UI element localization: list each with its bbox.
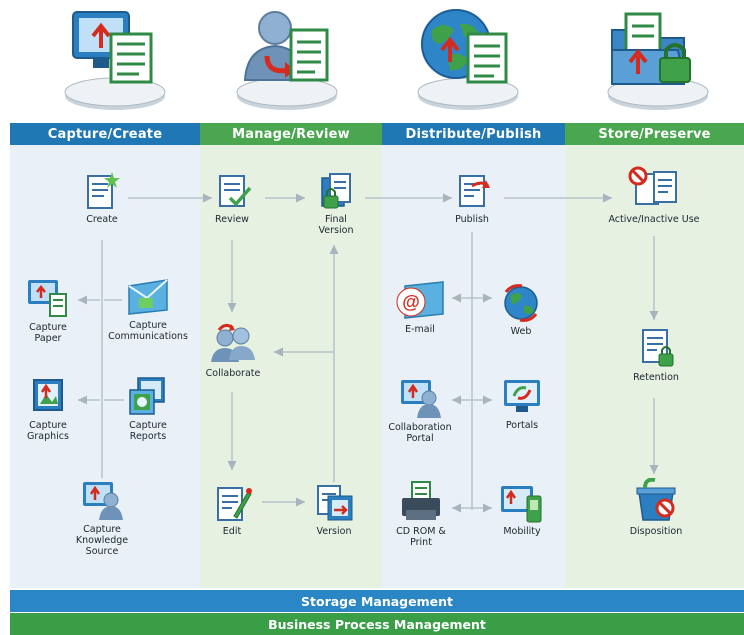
document-check-icon [219, 175, 252, 207]
node-portals: Portals [494, 376, 550, 431]
label-collaborate: Collaborate [205, 368, 261, 379]
document-versions-icon [317, 485, 353, 521]
node-email: @ E-mail [388, 278, 452, 335]
node-active-inactive-use: Active/Inactive Use [604, 166, 704, 225]
node-create: Create [72, 170, 132, 225]
label-collaboration-portal: Collaboration Portal [388, 422, 452, 444]
storage-management-bar: Storage Management [10, 590, 744, 612]
node-capture-knowledge-source: Capture Knowledge Source [62, 478, 142, 557]
label-capture-knowledge-source: Capture Knowledge Source [75, 524, 129, 557]
globe-icon [504, 284, 538, 322]
portals-monitor-icon [504, 380, 540, 412]
label-cdrom-print: CD ROM & Print [396, 526, 446, 548]
node-capture-reports: Capture Reports [118, 376, 178, 442]
manage-hero-icon [227, 0, 347, 118]
knowledge-person-icon [83, 482, 123, 520]
email-at-icon: @ [396, 281, 444, 319]
collaborate-people-icon [211, 323, 255, 362]
graphic-frame-icon [33, 379, 63, 411]
documents-no-icon [628, 166, 677, 205]
label-publish: Publish [455, 214, 489, 225]
label-email: E-mail [405, 324, 435, 335]
node-publish: Publish [442, 172, 502, 225]
label-version: Version [316, 526, 352, 537]
label-final-version: Final Version [318, 214, 354, 236]
document-lock-icon [321, 173, 351, 209]
node-final-version: Final Version [306, 172, 366, 236]
phase-capture-create: Capture/Create [10, 123, 200, 145]
label-capture-reports: Capture Reports [129, 420, 167, 442]
label-capture-paper: Capture Paper [29, 322, 67, 344]
node-disposition: Disposition [620, 478, 692, 537]
portal-monitor-person-icon [401, 380, 441, 418]
node-collaboration-portal: Collaboration Portal [384, 376, 456, 444]
node-capture-paper: Capture Paper [18, 278, 78, 344]
envelope-screen-icon [128, 279, 168, 315]
label-disposition: Disposition [629, 526, 683, 537]
node-retention: Retention [626, 326, 686, 383]
store-hero-icon [598, 0, 718, 118]
monitor-upload-icon [28, 280, 67, 317]
disposition-bin-icon [636, 478, 676, 521]
node-capture-graphics: Capture Graphics [18, 376, 78, 442]
document-pen-icon [217, 487, 252, 521]
node-review: Review [202, 172, 262, 225]
label-active-inactive-use: Active/Inactive Use [608, 214, 700, 225]
node-version: Version [304, 482, 364, 537]
label-edit: Edit [222, 526, 242, 537]
label-capture-graphics: Capture Graphics [27, 420, 69, 442]
node-collaborate: Collaborate [200, 322, 266, 379]
node-web: Web [494, 282, 548, 337]
document-retention-lock-icon [642, 329, 674, 367]
label-capture-communications: Capture Communications [108, 320, 188, 342]
printer-icon [402, 481, 440, 520]
label-portals: Portals [505, 420, 539, 431]
document-arrow-icon [459, 175, 490, 207]
label-mobility: Mobility [503, 526, 541, 537]
business-process-management-bar: Business Process Management [10, 613, 744, 635]
reports-icon [129, 377, 165, 415]
node-cdrom-print: CD ROM & Print [390, 480, 452, 548]
mobile-device-icon [501, 486, 542, 523]
svg-text:@: @ [402, 292, 420, 312]
node-capture-communications: Capture Communications [108, 278, 188, 342]
phase-manage-review: Manage/Review [200, 123, 382, 145]
label-retention: Retention [633, 372, 679, 383]
phase-store-preserve: Store/Preserve [565, 123, 744, 145]
phase-distribute-publish: Distribute/Publish [382, 123, 565, 145]
distribute-hero-icon [408, 0, 528, 118]
label-create: Create [86, 214, 118, 225]
node-edit: Edit [202, 482, 262, 537]
label-review: Review [215, 214, 249, 225]
document-sparkle-icon [87, 172, 120, 209]
capture-hero-icon [55, 0, 175, 118]
label-web: Web [510, 326, 532, 337]
node-mobility: Mobility [494, 482, 550, 537]
